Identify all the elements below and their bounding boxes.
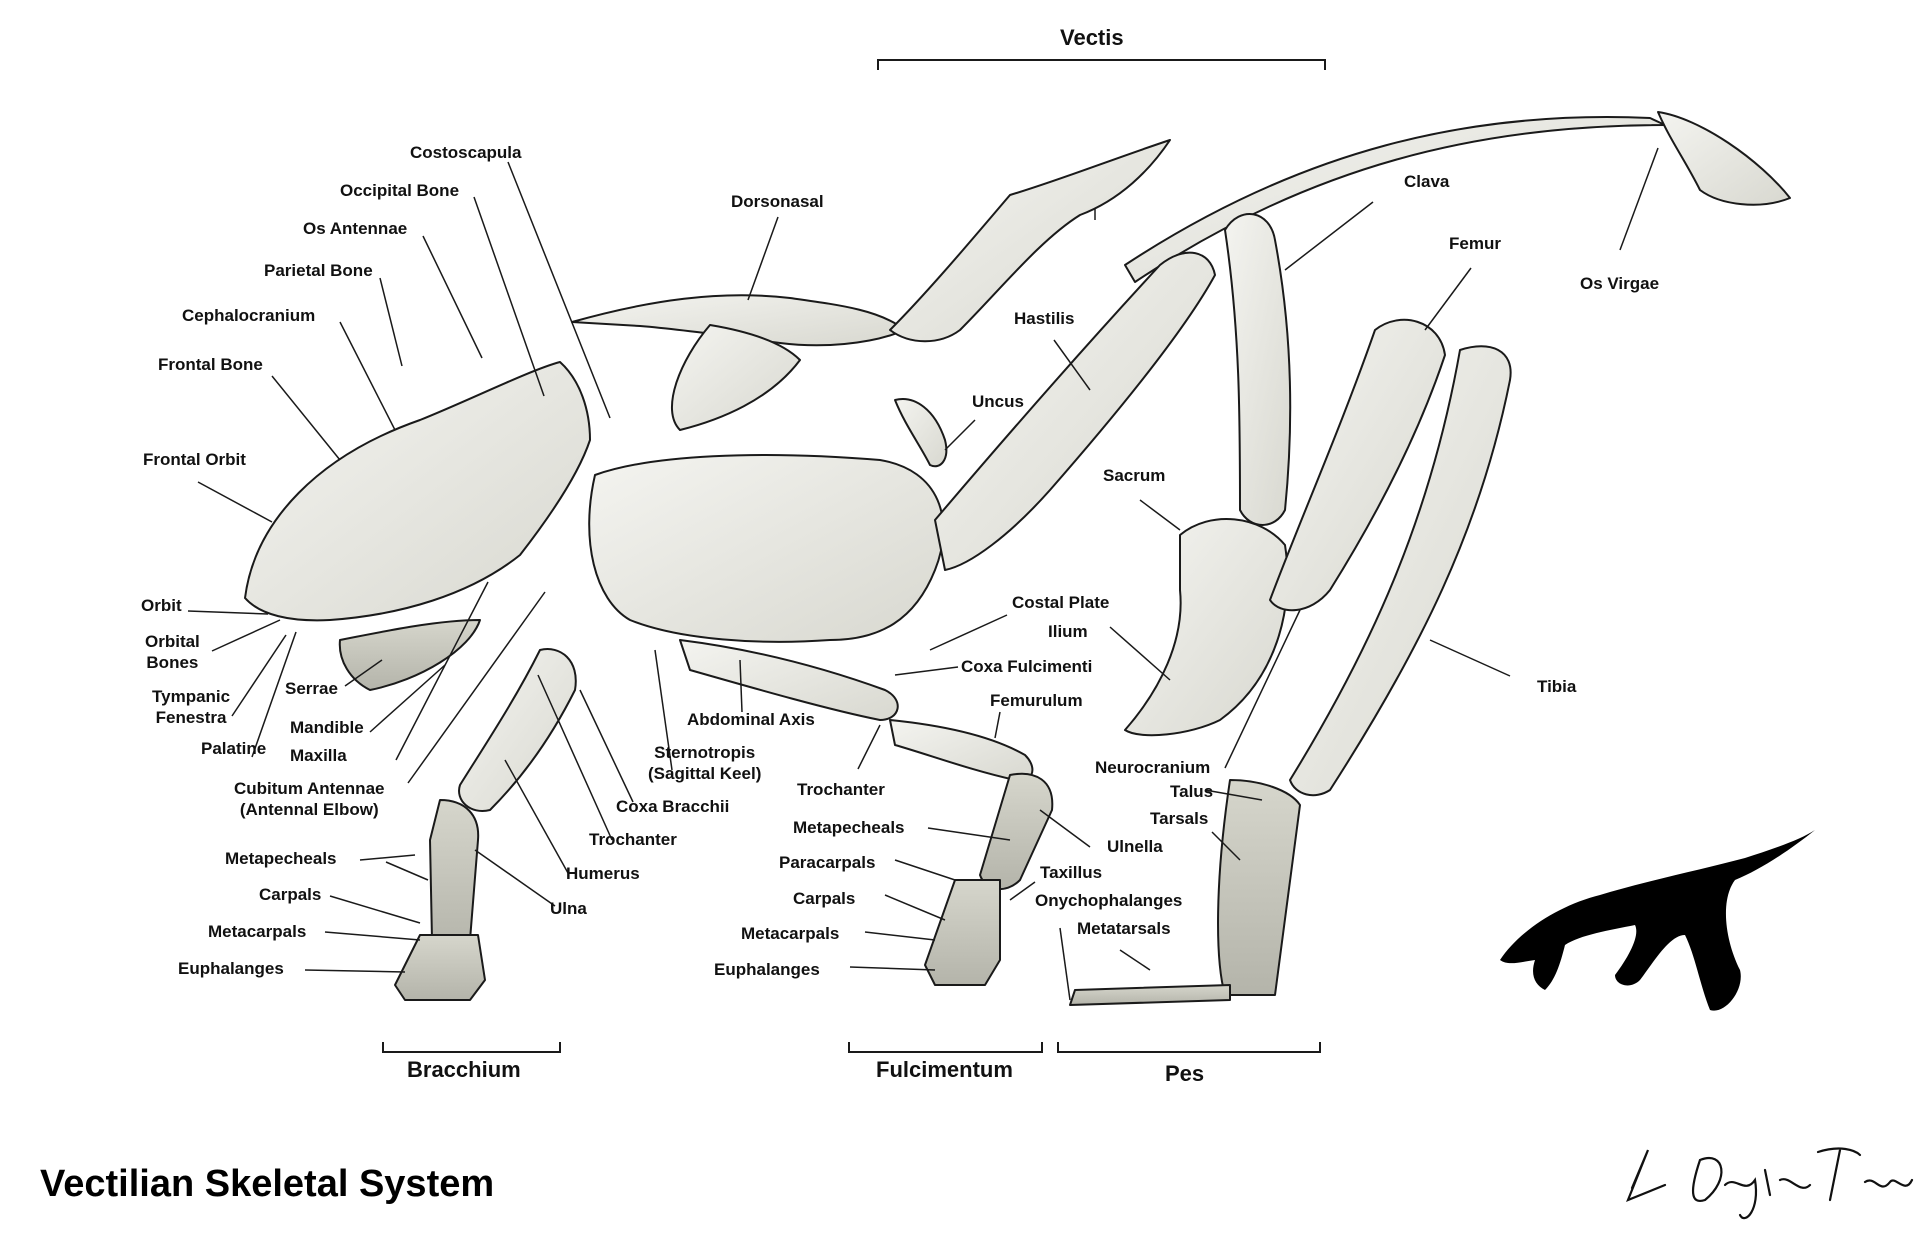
mid-foot-bones [924, 879, 1001, 986]
clava-bone [1224, 213, 1292, 526]
label-metapecheals-mid: Metapecheals [793, 818, 905, 837]
bracchium-bracket [382, 1042, 561, 1053]
label-parietal-bone: Parietal Bone [264, 261, 373, 280]
region-label-vectis: Vectis [1060, 25, 1124, 50]
label-abdominal-axis: Abdominal Axis [687, 710, 815, 729]
femur-bone [1269, 318, 1446, 612]
label-metapecheals-front: Metapecheals [225, 849, 337, 868]
label-uncus: Uncus [972, 392, 1024, 411]
ilium-bone [1124, 518, 1289, 737]
label-humerus: Humerus [566, 864, 640, 883]
label-neurocranium: Neurocranium [1095, 758, 1211, 777]
label-carpals-front: Carpals [259, 885, 322, 904]
label-costoscapula: Costoscapula [410, 143, 522, 162]
label-taxillus: Taxillus [1040, 863, 1103, 882]
label-talus: Talus [1170, 782, 1214, 801]
signature [1626, 1147, 1914, 1220]
label-metacarpals-mid: Metacarpals [741, 924, 840, 943]
label-cephalocranium: Cephalocranium [182, 306, 316, 325]
label-ulnella: Ulnella [1107, 837, 1163, 856]
label-mandible: Mandible [290, 718, 364, 737]
skull-bone [244, 361, 591, 622]
region-brackets [382, 59, 1326, 1053]
label-femurulum: Femurulum [990, 691, 1083, 710]
vectis-spine-plate [889, 139, 1171, 343]
femurulum-lower-bone [889, 719, 1034, 782]
region-label-pes: Pes [1165, 1061, 1205, 1086]
label-cubitum-antennae: Cubitum Antennae (Antennal Elbow) [234, 779, 385, 819]
region-label-bracchium: Bracchium [407, 1057, 521, 1082]
label-palatine: Palatine [201, 739, 267, 758]
leader-lines [187, 147, 1659, 1001]
label-paracarpals: Paracarpals [779, 853, 876, 872]
label-os-antennae: Os Antennae [303, 219, 408, 238]
mandible-bone [338, 619, 481, 691]
label-metatarsals: Metatarsals [1077, 919, 1171, 938]
label-hastilis: Hastilis [1014, 309, 1075, 328]
hastilis-bone [934, 251, 1216, 571]
costoscapula-bone [671, 324, 801, 431]
label-coxa-fulcimenti: Coxa Fulcimenti [961, 657, 1093, 676]
label-costal-plate: Costal Plate [1012, 593, 1110, 612]
label-occipital-bone: Occipital Bone [340, 181, 460, 200]
label-serrae: Serrae [285, 679, 338, 698]
label-ilium: Ilium [1048, 622, 1088, 641]
label-femur: Femur [1449, 234, 1501, 253]
label-euphalanges-front: Euphalanges [178, 959, 284, 978]
pes-bracket [1057, 1042, 1321, 1053]
label-tibia: Tibia [1537, 677, 1577, 696]
label-frontal-orbit: Frontal Orbit [143, 450, 246, 469]
label-coxa-bracchii: Coxa Bracchii [616, 797, 730, 816]
label-euphalanges-mid: Euphalanges [714, 960, 820, 979]
label-orbit: Orbit [141, 596, 182, 615]
humerus-bone [458, 648, 577, 812]
label-orbital-bones: Orbital Bones [145, 632, 200, 672]
pes-toes [1069, 984, 1231, 1006]
label-trochanter-front: Trochanter [589, 830, 677, 849]
tibia-bone [1289, 345, 1512, 797]
label-tympanic-fenestra: Tympanic Fenestra [152, 687, 231, 727]
label-metacarpals-front: Metacarpals [208, 922, 307, 941]
label-dorsonasal: Dorsonasal [731, 192, 824, 211]
label-clava: Clava [1404, 172, 1450, 191]
label-tarsals: Tarsals [1150, 809, 1209, 828]
vectis-bracket [877, 59, 1326, 70]
fulcimentum-bracket [848, 1042, 1043, 1053]
diagram-title: Vectilian Skeletal System [40, 1163, 495, 1205]
pes-bones [1217, 779, 1301, 996]
label-onychophalanges: Onychophalanges [1035, 891, 1183, 910]
label-os-virgae: Os Virgae [1580, 274, 1660, 293]
ulna-bone [429, 799, 480, 953]
label-frontal-bone: Frontal Bone [158, 355, 263, 374]
label-maxilla: Maxilla [290, 746, 347, 765]
label-sternotropis: Sternotropis (Sagittal Keel) [648, 743, 762, 783]
skeleton-bones [244, 111, 1791, 1006]
label-trochanter-mid: Trochanter [797, 780, 885, 799]
label-ulna: Ulna [550, 899, 587, 918]
vectilian-silhouette [1500, 830, 1815, 1011]
label-carpals-mid: Carpals [793, 889, 856, 908]
region-label-fulcimentum: Fulcimentum [876, 1057, 1013, 1082]
label-sacrum: Sacrum [1103, 466, 1166, 485]
uncus-bone [894, 398, 948, 468]
femurulum-bone [679, 639, 899, 721]
os-virgae-tip [1657, 111, 1791, 206]
costal-plate-bone [588, 454, 945, 643]
front-foot-bones [394, 934, 486, 1001]
